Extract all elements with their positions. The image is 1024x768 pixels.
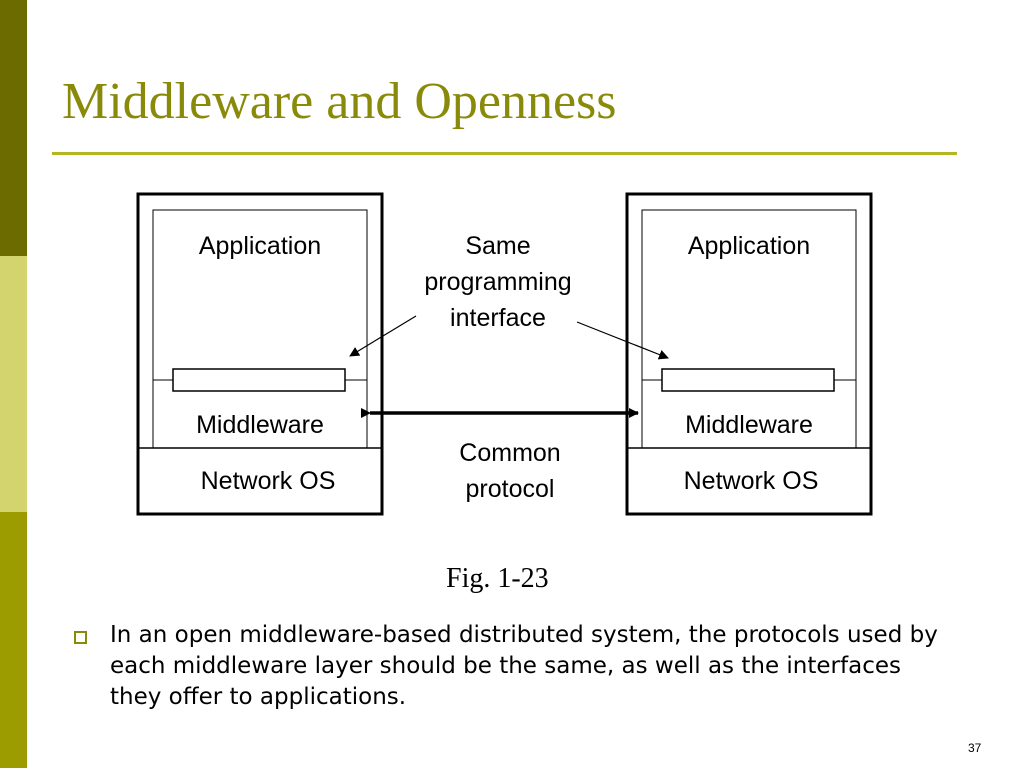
left-interface-pointer-arrow <box>349 315 417 357</box>
left-host-outer-box <box>136 192 384 516</box>
protocol-label-line-1: Common <box>459 439 560 467</box>
right-interface-pointer-arrow <box>576 321 669 360</box>
right-host-outer-box <box>625 192 873 516</box>
right-network-os-label: Network OS <box>684 467 819 495</box>
left-middleware-label: Middleware <box>196 411 324 439</box>
page-number: 37 <box>968 741 982 755</box>
sidebar-segment-bottom <box>0 512 27 768</box>
right-host-stack: Application Middleware Network OS <box>625 192 873 516</box>
figure-caption: Fig. 1-23 <box>446 563 549 594</box>
slide-title: Middleware and Openness <box>62 73 617 130</box>
middleware-diagram: Application Middleware Network OS Applic… <box>136 192 873 516</box>
sidebar-segment-top <box>0 0 27 256</box>
bullet-square-icon <box>74 631 87 644</box>
protocol-label-line-2: protocol <box>466 475 555 503</box>
right-application-label: Application <box>688 232 810 260</box>
right-interface-bar <box>661 368 835 392</box>
left-host-stack: Application Middleware Network OS <box>136 192 384 516</box>
protocol-label: Common protocol <box>459 439 560 503</box>
bullet-text: In an open middleware-based distributed … <box>110 622 938 710</box>
interface-label-line-2: programming <box>424 268 571 296</box>
interface-label-line-3: interface <box>450 304 546 332</box>
left-network-os-label: Network OS <box>201 467 336 495</box>
left-application-label: Application <box>199 232 321 260</box>
sidebar-segment-middle <box>0 256 27 512</box>
slide-sidebar <box>0 0 27 768</box>
title-underline <box>52 152 957 155</box>
interface-label-line-1: Same <box>465 232 530 260</box>
interface-label: Same programming interface <box>424 232 571 332</box>
right-middleware-label: Middleware <box>685 411 813 439</box>
left-interface-bar <box>172 368 346 392</box>
